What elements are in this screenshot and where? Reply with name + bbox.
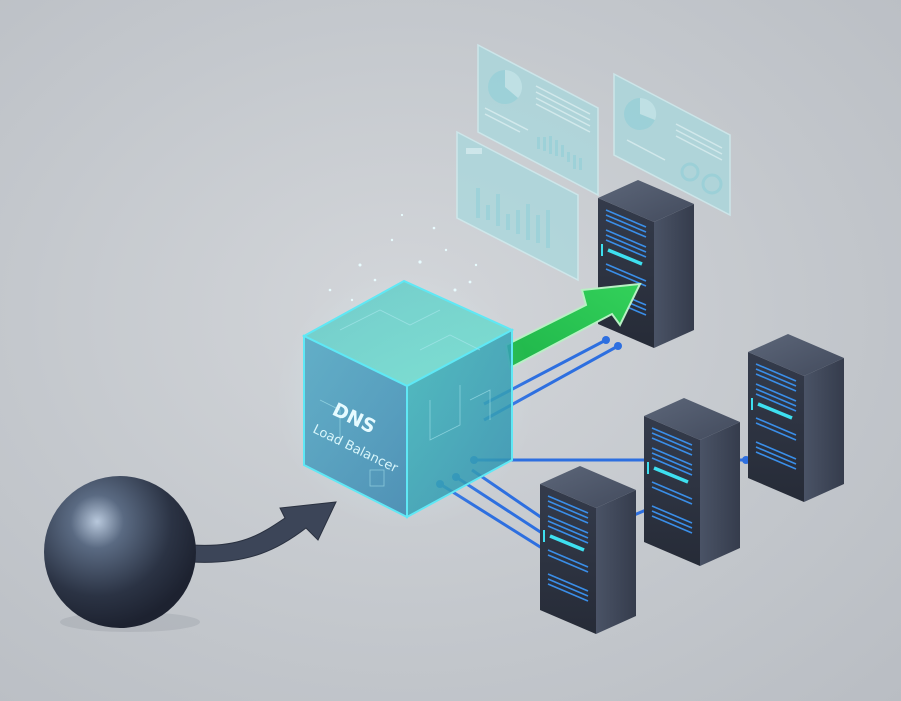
dashboard-panel-bar-chart (456, 130, 579, 282)
particles (328, 213, 478, 302)
dashboard-panel-pie-donuts (613, 72, 731, 217)
server-2[interactable] (538, 464, 638, 636)
client-request-arrow (191, 501, 337, 563)
dns-load-balancer-cube[interactable]: DNS Load Balancer (301, 279, 515, 519)
client-sphere[interactable] (44, 476, 196, 628)
server-3[interactable] (642, 396, 742, 568)
server-4[interactable] (746, 332, 846, 504)
server-1[interactable] (596, 178, 696, 350)
dashboard-panel-pie-lines (477, 43, 599, 197)
